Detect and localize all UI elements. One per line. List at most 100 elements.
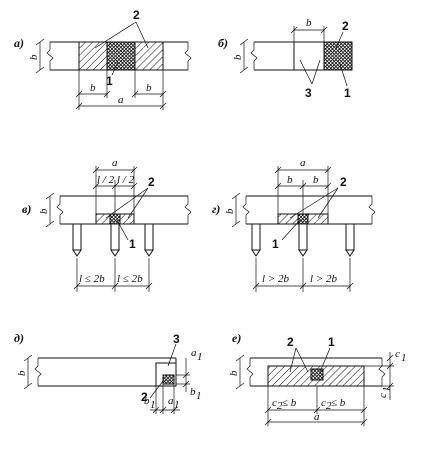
dim-tick: [235, 354, 245, 362]
panel-d: д) b a 1 b 1 b 1 a 1 3: [14, 331, 203, 414]
dim-tick: [111, 182, 119, 190]
dim-label-b-left: b: [16, 370, 28, 376]
dim-label-l-half-right: l / 2: [117, 174, 135, 186]
dim-label-b-left: b: [228, 370, 240, 376]
dim-label-spacing-left: l ≤ 2b: [79, 273, 105, 285]
bearing-area: [162, 374, 175, 385]
rebar-right: [144, 223, 154, 251]
break-line-right: [184, 196, 192, 224]
distribution-zone-left: [78, 41, 108, 71]
dim-tick: [346, 282, 354, 290]
rebar-tip: [110, 249, 120, 257]
panel-d-label: д): [14, 331, 24, 345]
break-line-right: [368, 196, 376, 224]
dim-tick: [235, 382, 245, 390]
callout-2: 2: [287, 335, 294, 349]
callout-3: 3: [305, 86, 312, 100]
dim-tick: [145, 282, 153, 290]
dim-label-spacing-left: l > 2b: [262, 273, 289, 285]
dim-tick: [264, 418, 272, 426]
dim-tick: [92, 182, 100, 190]
leader-line-2: [317, 187, 339, 219]
rebar-tip: [144, 249, 154, 257]
dim-label-b1-right: b: [190, 386, 196, 398]
rebar-right: [345, 223, 355, 251]
panel-g: г) b a b b: [212, 157, 376, 292]
leader-line-2: [295, 347, 309, 373]
dim-tick: [231, 192, 241, 200]
dim-label-c1-left-sub: 1: [381, 387, 393, 393]
dim-tick: [360, 418, 368, 426]
panel-a: а) b b b a 2 1: [14, 8, 192, 110]
panel-b: б) b b 2 3 1: [218, 17, 353, 100]
rebar-tip: [345, 249, 355, 257]
dim-label-a: a: [300, 157, 306, 169]
break-line-left: [46, 42, 54, 70]
dim-label-spacing-right: l ≤ 2b: [117, 273, 143, 285]
rebar-left: [251, 223, 261, 251]
rebar-middle: [110, 223, 120, 251]
dim-label-c2-right-rest: ≤ b: [331, 397, 346, 409]
callout-1: 1: [344, 86, 351, 100]
dim-label-a: a: [118, 94, 124, 106]
callout-1: 1: [328, 335, 335, 349]
dim-tick: [324, 182, 332, 190]
callout-1: 1: [272, 237, 279, 251]
callout-2: 2: [141, 390, 148, 404]
dim-tick: [170, 406, 178, 414]
dim-tick: [252, 282, 260, 290]
dim-tick: [299, 282, 307, 290]
leader-line-2: [289, 347, 297, 373]
break-line-right: [184, 42, 192, 70]
panel-a-label: а): [14, 36, 24, 50]
break-line-left: [242, 196, 250, 224]
rebar-tip: [72, 249, 82, 257]
dim-label-c1-left: c: [377, 393, 389, 398]
leader-line-2: [149, 380, 164, 399]
dim-tick: [159, 102, 167, 110]
dim-tick: [131, 90, 139, 98]
dim-tick: [274, 182, 282, 190]
callout-3: 3: [173, 332, 180, 346]
dim-tick: [92, 166, 100, 174]
dim-tick: [130, 182, 138, 190]
dim-tick: [23, 382, 33, 390]
dim-label-b1-bottom: b: [144, 395, 150, 407]
panel-b-label: б): [218, 36, 228, 50]
dim-tick: [360, 406, 368, 414]
dim-label-a1-right-sub: 1: [197, 351, 203, 363]
bearing-area: [106, 41, 136, 71]
leader-line-1: [116, 219, 129, 241]
dim-tick: [75, 102, 83, 110]
dim-tick: [35, 38, 45, 46]
bearing-area: [297, 213, 309, 225]
rebar-middle: [298, 223, 308, 251]
dim-label-a1-bottom: a: [168, 395, 174, 407]
leader-line-3: [167, 343, 177, 367]
dim-label-b-bottom-left: b: [90, 82, 96, 94]
dim-tick: [152, 406, 160, 414]
bearing-area: [323, 41, 353, 71]
dim-tick: [320, 26, 328, 34]
dim-tick: [386, 354, 394, 362]
dim-label-b-left: b: [224, 208, 236, 214]
dim-label-b-top: b: [306, 17, 312, 29]
dim-tick: [386, 382, 394, 390]
dim-tick: [73, 282, 81, 290]
dim-label-c2-left-rest: ≤ b: [282, 397, 297, 409]
panel-e-label: е): [232, 331, 241, 345]
callout-1: 1: [106, 74, 113, 88]
callout-2: 2: [340, 175, 347, 189]
bearing-area: [310, 368, 324, 381]
dim-tick: [103, 90, 111, 98]
leader-line-2: [105, 187, 149, 219]
rebar-left: [72, 223, 82, 251]
dim-tick: [274, 166, 282, 174]
dim-label-c2-left-sub: 2: [277, 400, 283, 412]
dim-tick: [130, 166, 138, 174]
dim-label-b-left: b: [38, 208, 50, 214]
dim-label-a: a: [112, 157, 118, 169]
leader-line-2: [127, 187, 149, 219]
dim-label-c2-right-sub: 2: [326, 400, 332, 412]
